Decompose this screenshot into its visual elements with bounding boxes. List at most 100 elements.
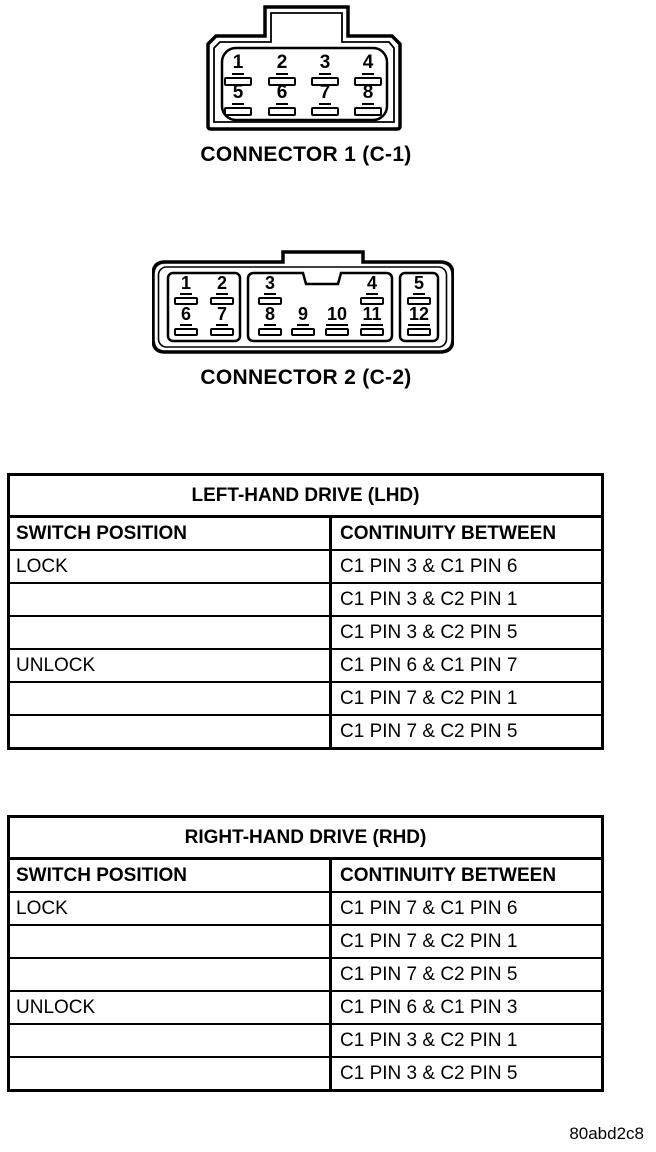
table-row: C1 PIN 7 & C2 PIN 5 <box>7 957 604 992</box>
continuity-between-header: CONTINUITY BETWEEN <box>329 857 604 893</box>
connector1-inner-contour <box>213 12 395 123</box>
pin-number: 8 <box>361 82 375 105</box>
switch-position-cell <box>7 681 332 716</box>
table-row: C1 PIN 3 & C2 PIN 5 <box>7 1056 604 1092</box>
c2-pin-5: 5 <box>401 274 437 305</box>
switch-position-cell <box>7 924 332 959</box>
switch-position-cell <box>7 1056 332 1092</box>
c1-pin-4: 4 <box>350 53 386 86</box>
c1-pin-7: 7 <box>307 83 343 116</box>
pin-number: 5 <box>231 82 245 105</box>
switch-position-cell <box>7 582 332 617</box>
table-row: C1 PIN 7 & C2 PIN 1 <box>7 681 604 716</box>
pin-cavity <box>311 77 339 86</box>
continuity-cell: C1 PIN 3 & C2 PIN 1 <box>329 582 604 617</box>
c2-pin-11: 11 <box>354 305 390 336</box>
pin-number: 1 <box>179 273 192 295</box>
continuity-cell: C1 PIN 7 & C2 PIN 1 <box>329 681 604 716</box>
continuity-cell: C1 PIN 3 & C2 PIN 5 <box>329 615 604 650</box>
c2-pin-3: 3 <box>252 274 288 305</box>
pin-cavity <box>407 328 431 336</box>
connector2-right-compartment <box>398 271 440 343</box>
c1-pin-2: 2 <box>264 53 300 86</box>
connector2-middle-compartment <box>246 271 394 343</box>
connector2-left-compartment <box>166 271 242 343</box>
table-row: C1 PIN 7 & C2 PIN 1 <box>7 924 604 959</box>
pin-cavity <box>407 297 431 305</box>
switch-position-cell <box>7 714 332 750</box>
connector1-outline <box>206 5 402 131</box>
pin-cavity <box>268 107 296 116</box>
connector2-outer-contour <box>152 250 454 354</box>
pin-number: 2 <box>275 52 289 75</box>
pin-number: 4 <box>365 273 378 295</box>
c2-pin-12: 12 <box>401 305 437 336</box>
pin-number: 9 <box>296 304 309 326</box>
switch-position-cell: UNLOCK <box>7 990 332 1025</box>
continuity-cell: C1 PIN 7 & C1 PIN 6 <box>329 891 604 926</box>
table-title-row: LEFT-HAND DRIVE (LHD) <box>7 473 604 518</box>
c2-pin-1: 1 <box>168 274 204 305</box>
table-row: C1 PIN 7 & C2 PIN 5 <box>7 714 604 750</box>
connector2-outline <box>152 250 454 354</box>
switch-position-header: SWITCH POSITION <box>7 857 332 893</box>
continuity-cell: C1 PIN 7 & C2 PIN 5 <box>329 957 604 992</box>
c2-pin-6: 6 <box>168 305 204 336</box>
pin-cavity <box>360 328 384 336</box>
table-row: C1 PIN 3 & C2 PIN 1 <box>7 582 604 617</box>
switch-position-cell <box>7 615 332 650</box>
rhd-table: RIGHT-HAND DRIVE (RHD) SWITCH POSITION C… <box>7 815 604 1092</box>
table-row: C1 PIN 3 & C2 PIN 1 <box>7 1023 604 1058</box>
pin-cavity <box>268 77 296 86</box>
continuity-cell: C1 PIN 6 & C1 PIN 3 <box>329 990 604 1025</box>
table-header-row: SWITCH POSITION CONTINUITY BETWEEN <box>7 857 604 893</box>
c1-pin-3: 3 <box>307 53 343 86</box>
pin-number: 10 <box>325 304 349 326</box>
pin-cavity <box>174 328 198 336</box>
c2-pin-10: 10 <box>319 305 355 336</box>
c2-pin-8: 8 <box>252 305 288 336</box>
continuity-cell: C1 PIN 3 & C1 PIN 6 <box>329 549 604 584</box>
switch-position-cell <box>7 957 332 992</box>
lhd-table-title: LEFT-HAND DRIVE (LHD) <box>7 473 604 518</box>
pin-cavity <box>174 297 198 305</box>
pin-number: 8 <box>263 304 276 326</box>
c2-pin-2: 2 <box>204 274 240 305</box>
table-title-row: RIGHT-HAND DRIVE (RHD) <box>7 815 604 860</box>
pin-number: 1 <box>231 52 245 75</box>
table-header-row: SWITCH POSITION CONTINUITY BETWEEN <box>7 515 604 551</box>
connector1-cavity-area <box>220 46 389 122</box>
connector1-diagram: 1 2 3 4 5 6 7 8 <box>203 5 403 137</box>
table-row: UNLOCK C1 PIN 6 & C1 PIN 3 <box>7 990 604 1025</box>
pin-cavity <box>360 297 384 305</box>
pin-cavity <box>354 77 382 86</box>
switch-position-cell: UNLOCK <box>7 648 332 683</box>
pin-cavity <box>258 328 282 336</box>
lhd-table: LEFT-HAND DRIVE (LHD) SWITCH POSITION CO… <box>7 473 604 750</box>
connector1-outer-contour <box>206 5 402 131</box>
pin-cavity <box>311 107 339 116</box>
c1-pin-1: 1 <box>220 53 256 86</box>
c2-pin-4: 4 <box>354 274 390 305</box>
continuity-cell: C1 PIN 7 & C2 PIN 1 <box>329 924 604 959</box>
pin-cavity <box>210 328 234 336</box>
pin-number: 7 <box>318 82 332 105</box>
pin-number: 3 <box>318 52 332 75</box>
rhd-table-title: RIGHT-HAND DRIVE (RHD) <box>7 815 604 860</box>
pin-cavity <box>258 297 282 305</box>
pin-number: 2 <box>215 273 228 295</box>
pin-number: 5 <box>412 273 425 295</box>
pin-cavity <box>210 297 234 305</box>
c2-pin-7: 7 <box>204 305 240 336</box>
pin-number: 6 <box>179 304 192 326</box>
table-row: LOCK C1 PIN 7 & C1 PIN 6 <box>7 891 604 926</box>
pin-number: 4 <box>361 52 375 75</box>
continuity-cell: C1 PIN 6 & C1 PIN 7 <box>329 648 604 683</box>
switch-position-cell: LOCK <box>7 549 332 584</box>
c1-pin-6: 6 <box>264 83 300 116</box>
pin-number: 6 <box>275 82 289 105</box>
switch-position-cell <box>7 1023 332 1058</box>
connector1-label: CONNECTOR 1 (C-1) <box>200 143 412 166</box>
connector2-label: CONNECTOR 2 (C-2) <box>200 366 412 389</box>
